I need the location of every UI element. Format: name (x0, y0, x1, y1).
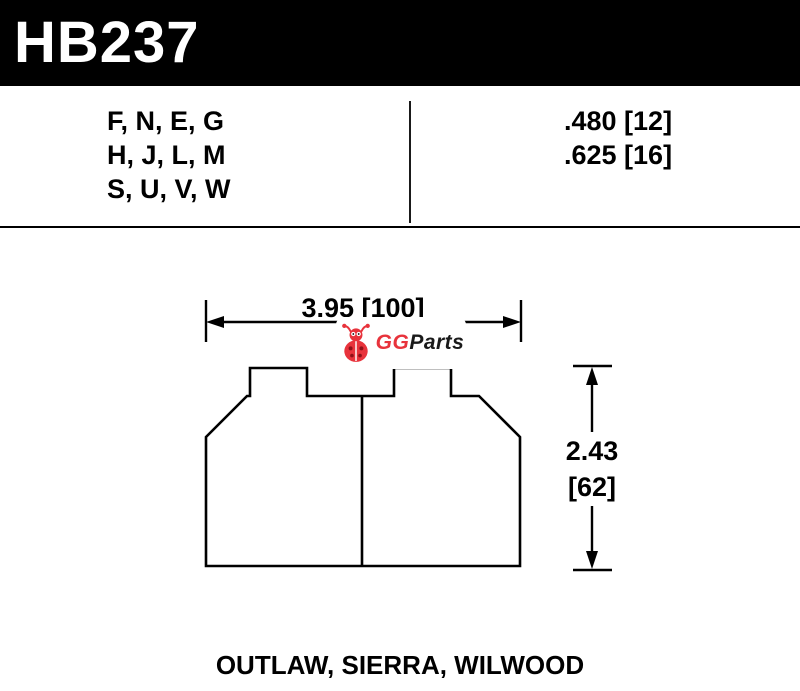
thickness-values-list: .480 [12] .625 [16] (564, 104, 672, 172)
width-arrowhead-left (206, 316, 224, 328)
height-dimension-arrow (573, 364, 612, 572)
column-divider-line (409, 101, 411, 223)
applications-text: OUTLAW, SIERRA, WILWOOD (215, 650, 585, 680)
watermark-badge: GGParts (336, 317, 466, 369)
compound-codes-row: F, N, E, G (107, 106, 225, 136)
height-dimension-label-mm: [62] (567, 472, 616, 502)
thickness-row: .625 [16] (564, 140, 673, 170)
height-dimension-label-inches: 2.43 (565, 436, 619, 466)
compound-codes-list: F, N, E, G H, J, L, M S, U, V, W (107, 104, 231, 206)
compound-codes-row: S, U, V, W (107, 174, 231, 204)
height-arrowhead-top (586, 367, 598, 385)
compound-codes-row: H, J, L, M (107, 140, 226, 170)
height-arrowhead-bottom (586, 551, 598, 569)
section-divider-line (0, 226, 800, 228)
watermark-brand-text: GGParts (376, 331, 465, 355)
header-bar: HB237 (0, 0, 800, 86)
thickness-row: .480 [12] (564, 106, 673, 136)
brand-text-red: GG (375, 331, 410, 354)
brand-text-dark: Parts (409, 331, 465, 354)
width-arrowhead-right (503, 316, 521, 328)
ladybug-logo-icon (341, 323, 370, 362)
part-number: HB237 (14, 10, 200, 75)
